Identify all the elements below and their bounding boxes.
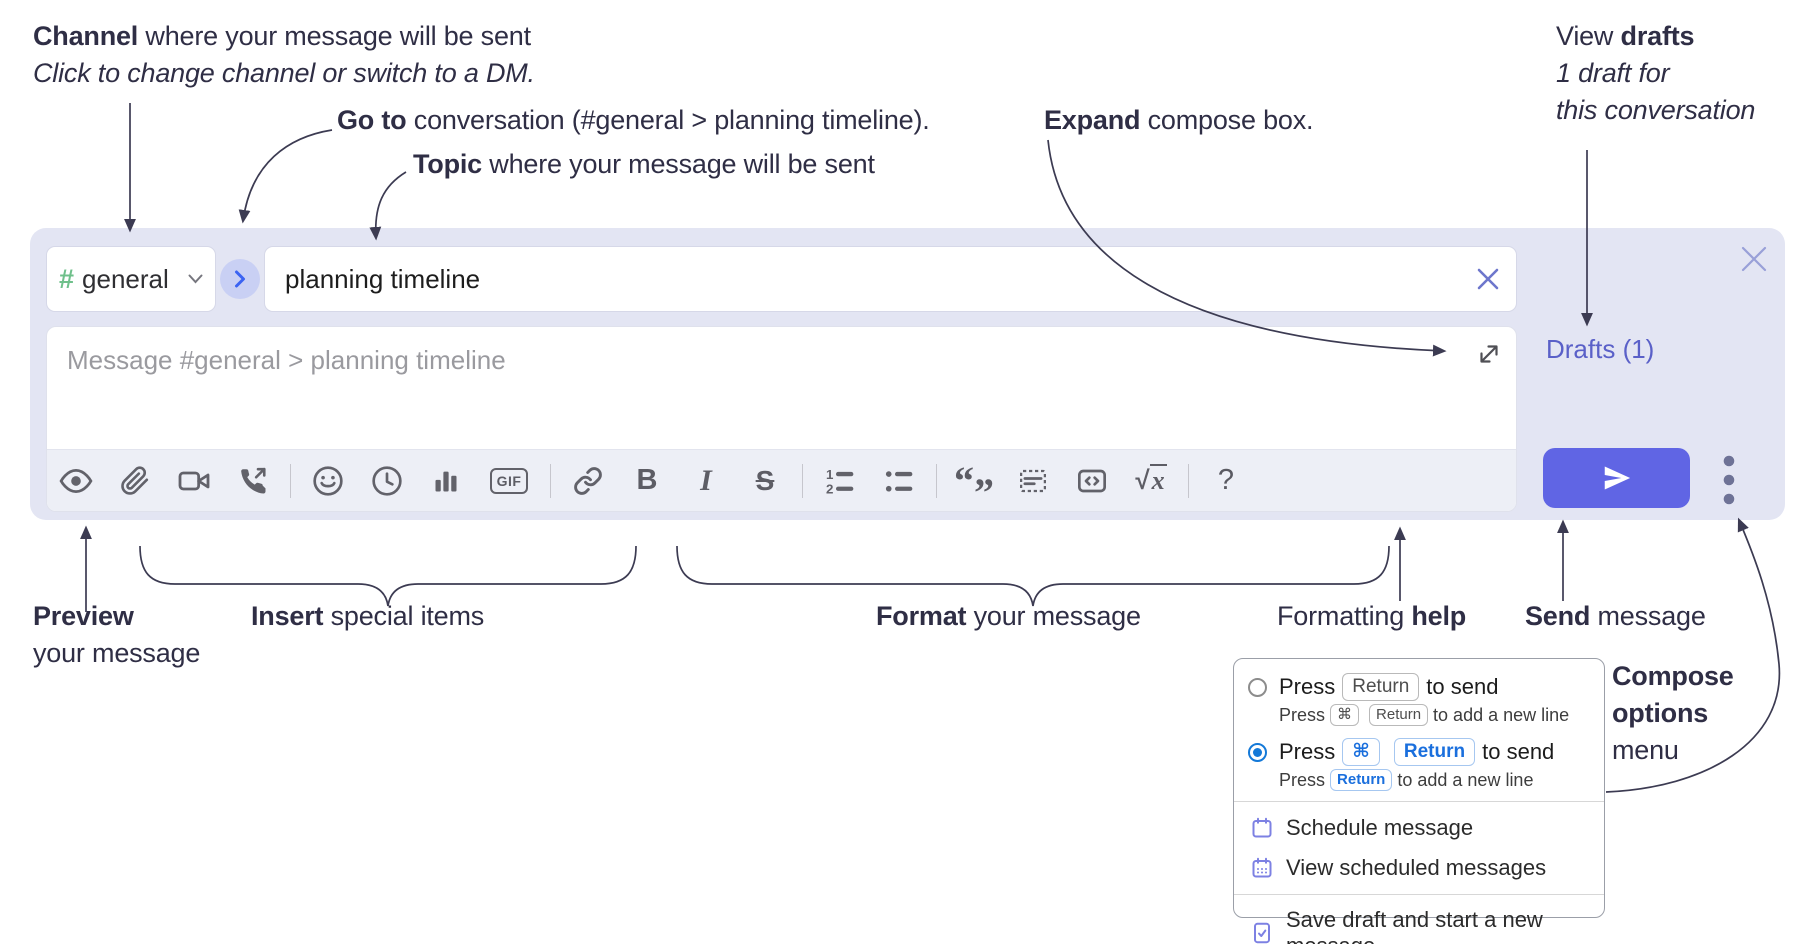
annotation-topic: Topic where your message will be sent bbox=[413, 149, 875, 179]
insert-brace bbox=[139, 545, 637, 607]
topic-input-container bbox=[264, 246, 1517, 312]
popup-divider bbox=[1234, 801, 1604, 802]
save-draft-item[interactable]: Save draft and start a new message bbox=[1234, 900, 1604, 944]
drafts-link[interactable]: Drafts (1) bbox=[1546, 334, 1655, 364]
toolbar-divider bbox=[936, 463, 937, 498]
toolbar-divider bbox=[290, 463, 291, 498]
emoji-icon[interactable] bbox=[306, 459, 350, 503]
spoiler-icon[interactable] bbox=[1011, 459, 1055, 503]
strikethrough-icon[interactable]: S bbox=[755, 464, 775, 496]
annotation-preview: Preview your message bbox=[33, 601, 201, 668]
expand-compose-icon[interactable] bbox=[1474, 339, 1504, 369]
bulleted-list-icon[interactable] bbox=[877, 459, 921, 503]
annotation-send: Send message bbox=[1525, 601, 1706, 631]
radio-selected[interactable] bbox=[1248, 742, 1267, 762]
cmd-key: ⌘ bbox=[1330, 704, 1360, 726]
chevron-down-icon bbox=[188, 274, 203, 284]
annotation-view-drafts: View drafts 1 draft for this conversatio… bbox=[1556, 21, 1756, 125]
message-input[interactable] bbox=[47, 327, 1516, 449]
scheduled-messages-icon bbox=[1252, 857, 1272, 878]
channel-selector[interactable]: # general bbox=[46, 246, 216, 312]
view-scheduled-messages-item[interactable]: View scheduled messages bbox=[1234, 848, 1604, 888]
schedule-calendar-icon bbox=[1252, 817, 1272, 838]
poll-icon[interactable] bbox=[424, 459, 468, 503]
channel-hash-icon: # bbox=[59, 263, 75, 294]
send-button[interactable] bbox=[1543, 448, 1690, 508]
annotation-compose-options: Compose options menu bbox=[1612, 661, 1734, 765]
channel-name: general bbox=[82, 263, 169, 294]
arrow-go-to bbox=[238, 129, 333, 224]
svg-text:1: 1 bbox=[826, 467, 834, 482]
topic-input[interactable] bbox=[265, 263, 1468, 295]
vertical-dots-icon bbox=[1723, 455, 1735, 505]
return-key: Return bbox=[1330, 769, 1393, 791]
annotation-channel-line2: Click to change channel or switch to a D… bbox=[33, 58, 535, 88]
bold-icon[interactable]: B bbox=[636, 464, 658, 496]
toolbar-divider bbox=[550, 463, 551, 498]
popup-divider bbox=[1234, 894, 1604, 895]
send-plane-icon bbox=[1604, 466, 1630, 490]
video-call-icon[interactable] bbox=[172, 459, 216, 503]
annotation-format: Format your message bbox=[876, 601, 1141, 631]
voice-call-icon[interactable] bbox=[231, 459, 275, 503]
chevron-right-icon bbox=[235, 270, 245, 288]
toolbar-divider bbox=[1188, 463, 1189, 498]
code-icon[interactable] bbox=[1070, 459, 1114, 503]
gif-icon[interactable]: GIF bbox=[483, 459, 535, 503]
svg-text:2: 2 bbox=[826, 481, 833, 496]
annotation-insert: Insert special items bbox=[251, 601, 485, 631]
save-draft-icon bbox=[1254, 922, 1270, 944]
annotation-go-to: Go to conversation (#general > planning … bbox=[337, 105, 930, 135]
italic-icon[interactable]: I bbox=[700, 463, 712, 497]
quote-icon[interactable]: “” bbox=[954, 457, 994, 515]
cmd-key: ⌘ bbox=[1342, 738, 1380, 766]
close-compose-icon[interactable] bbox=[1737, 242, 1771, 276]
time-icon[interactable] bbox=[365, 459, 409, 503]
format-brace bbox=[676, 545, 1390, 607]
link-icon[interactable] bbox=[566, 459, 610, 503]
annotation-expand: Expand compose box. bbox=[1044, 105, 1314, 135]
annotation-formatting-help: Formatting help bbox=[1277, 601, 1467, 631]
schedule-message-item[interactable]: Schedule message bbox=[1234, 808, 1604, 848]
compose-box: # general bbox=[30, 228, 1785, 520]
clear-topic-icon[interactable] bbox=[1468, 259, 1508, 299]
formatting-help-icon[interactable]: ? bbox=[1217, 464, 1235, 496]
return-key: Return bbox=[1393, 738, 1476, 766]
return-key: Return bbox=[1369, 704, 1429, 726]
return-key: Return bbox=[1342, 673, 1420, 701]
message-area: GIF B I S 12 “” bbox=[46, 326, 1517, 512]
preview-icon[interactable] bbox=[54, 459, 98, 503]
go-to-conversation-button[interactable] bbox=[220, 259, 260, 299]
compose-options-menu-button[interactable] bbox=[1722, 454, 1736, 506]
toolbar-divider bbox=[802, 463, 803, 498]
annotation-channel: Channel where your message will be sent … bbox=[33, 18, 535, 92]
math-icon[interactable]: √x bbox=[1135, 464, 1167, 495]
radio-unselected[interactable] bbox=[1248, 677, 1267, 697]
attach-file-icon[interactable] bbox=[113, 459, 157, 503]
